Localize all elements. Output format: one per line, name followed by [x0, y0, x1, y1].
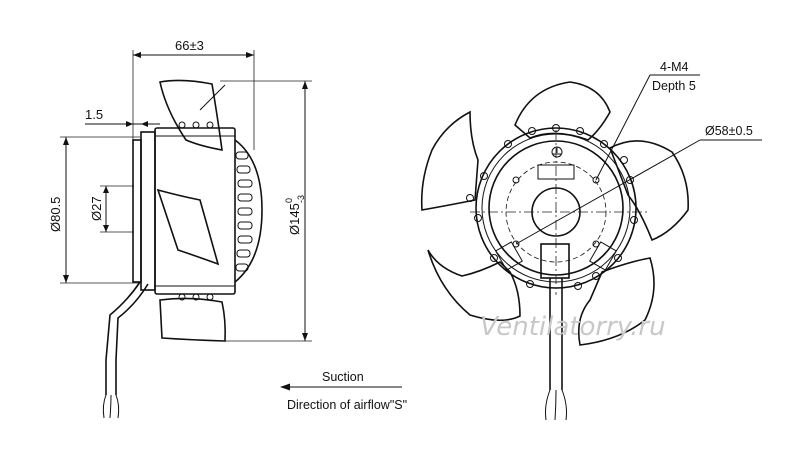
front-blade-top [514, 81, 611, 141]
side-cable [105, 281, 141, 395]
blade-dia-lower-tolerance: -3 [296, 195, 306, 203]
front-blade-left [420, 110, 479, 211]
suction-label: Suction [322, 370, 364, 384]
bolt-circle-leader [515, 139, 701, 245]
holes-callout: 4-M4 [660, 60, 689, 74]
watermark-text: Ventilatorry.ru [480, 312, 666, 342]
hub-ring [140, 131, 156, 291]
holes-leader [595, 74, 651, 181]
blade-diameter-dimension: Ø145 0 -3 [284, 195, 306, 235]
blade-dia-upper-tolerance: 0 [284, 198, 294, 203]
cable-gland [540, 243, 570, 279]
front-blade-right [609, 140, 689, 242]
front-plate [132, 139, 142, 283]
shaft-diameter-dimension: Ø27 [89, 196, 104, 221]
hub-diameter-dimension: Ø80.5 [48, 197, 63, 232]
side-blade-bottom [159, 297, 226, 342]
airflow-legend: Suction Direction of airflow"S" [280, 370, 407, 412]
front-view: 4-M4 Depth 5 Ø58±0.5 [420, 60, 762, 421]
svg-text:Ø145: Ø145 [287, 203, 302, 235]
motor-housing [154, 127, 236, 295]
offset-dimension: 1.5 [85, 107, 103, 122]
holes-depth-callout: Depth 5 [652, 79, 696, 93]
depth-dimension: 66±3 [175, 38, 204, 53]
ring-bolts [466, 124, 638, 290]
ground-symbol [551, 146, 563, 158]
front-blade-bottom [577, 257, 655, 346]
airflow-direction-label: Direction of airflow"S" [287, 398, 407, 412]
front-blade-bottom-left [427, 249, 521, 322]
bolt-circle-dimension: Ø58±0.5 [705, 124, 753, 138]
side-blade-top [159, 79, 223, 151]
side-blade-middle [156, 188, 220, 266]
side-view: 66±3 1.5 Ø80.5 Ø27 Ø145 0 -3 [48, 38, 312, 419]
